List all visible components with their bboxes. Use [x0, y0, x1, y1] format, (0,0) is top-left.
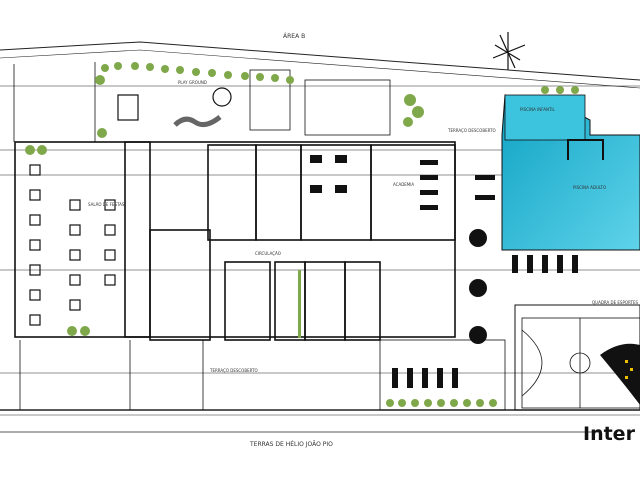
site-boundary — [0, 41, 640, 433]
kids-pool — [504, 94, 586, 141]
party-hall-tables — [29, 87, 232, 326]
room-label-adult-pool: PISCINA ADULTO — [573, 185, 606, 190]
sports-court — [521, 317, 640, 409]
room-label-playground: PLAY GROUND — [178, 80, 207, 85]
logo — [600, 343, 640, 405]
north-arrow-icon — [492, 32, 526, 70]
room-label-circulation: CIRCULAÇÃO — [255, 251, 281, 256]
room-label-terrace-bottom: TERRAÇO DESCOBERTO — [209, 368, 258, 373]
logo-text: Inter — [583, 423, 636, 445]
greenery — [25, 62, 579, 407]
room-label-party-hall: SALÃO DE FESTAS — [88, 202, 125, 207]
gym-equipment — [310, 155, 578, 388]
building-walls — [13, 62, 640, 411]
room-label-gym: ACADEMIA — [393, 182, 414, 187]
room-label-terrace-top: TERRAÇO DESCOBERTO — [447, 128, 496, 133]
bottom-neighbor-label: TERRAS DE HÉLIO JOÃO PIO — [249, 440, 333, 448]
room-label-sports-court: QUADRA DE ESPORTES — [592, 300, 638, 305]
top-area-label: ÁREA B — [283, 33, 305, 40]
room-label-kids-pool: PISCINA INFANTIL — [520, 107, 556, 112]
